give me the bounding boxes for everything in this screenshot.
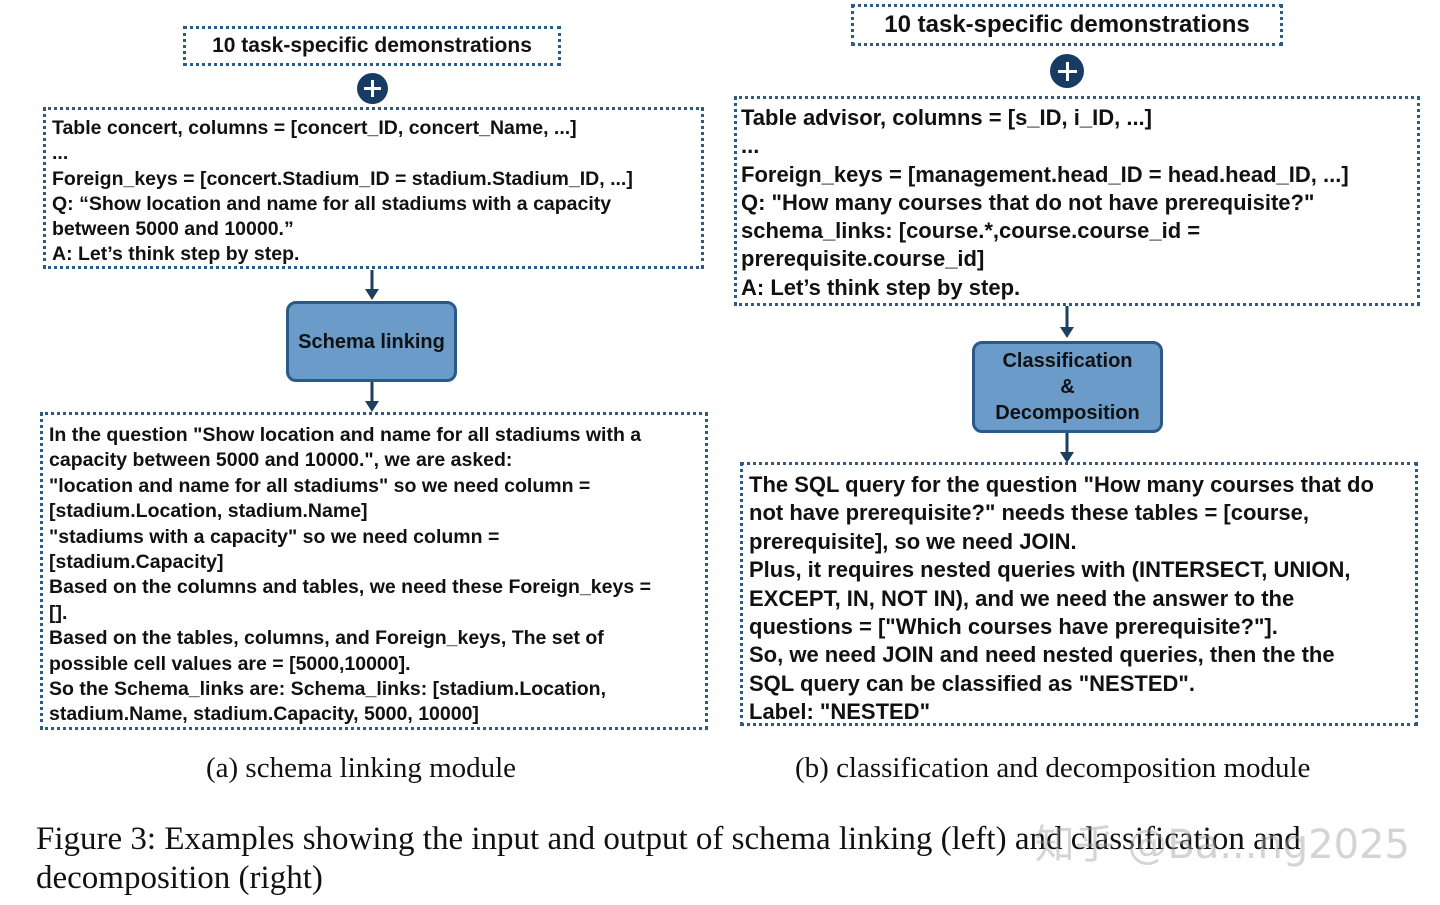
left-demonstrations-box: 10 task-specific demonstrations xyxy=(183,26,561,66)
left-input-prompt-box: Table concert, columns = [concert_ID, co… xyxy=(43,107,704,269)
output-line: possible cell values are = [5000,10000]. xyxy=(49,652,411,675)
schema-linking-module: Schema linking xyxy=(286,301,457,382)
output-line: [stadium.Capacity] xyxy=(49,551,224,574)
figure-caption-line: Figure 3: Examples showing the input and… xyxy=(36,821,1301,857)
classification-decomposition-module: Classification & Decomposition xyxy=(972,341,1163,433)
prompt-line: Q: “Show location and name for all stadi… xyxy=(52,192,612,215)
output-line: Based on the columns and tables, we need… xyxy=(49,576,651,599)
output-line: So the Schema_links are: Schema_links: [… xyxy=(49,678,607,701)
arrow-down-icon xyxy=(365,382,379,412)
prompt-line: ... xyxy=(741,133,760,159)
output-line: "stadiums with a capacity" so we need co… xyxy=(49,525,500,548)
right-demonstrations-box: 10 task-specific demonstrations xyxy=(851,4,1283,46)
output-line: stadium.Name, stadium.Capacity, 5000, 10… xyxy=(49,703,479,726)
figure-caption-line: decomposition (right) xyxy=(36,860,323,896)
output-line: prerequisite], so we need JOIN. xyxy=(749,528,1077,554)
output-line: "location and name for all stadiums" so … xyxy=(49,474,591,497)
left-output-box: In the question "Show location and name … xyxy=(40,412,708,730)
prompt-line: Foreign_keys = [management.head_ID = hea… xyxy=(741,161,1349,187)
prompt-line: prerequisite.course_id] xyxy=(741,246,985,272)
left-demonstrations-label: 10 task-specific demonstrations xyxy=(212,34,532,57)
output-line: So, we need JOIN and need nested queries… xyxy=(749,642,1335,668)
module-label: Decomposition xyxy=(995,402,1140,424)
output-line: [stadium.Location, stadium.Name] xyxy=(49,500,368,523)
output-line: capacity between 5000 and 10000.", we ar… xyxy=(49,449,513,472)
output-line: []. xyxy=(49,601,68,624)
output-line: EXCEPT, IN, NOT IN), and we need the ans… xyxy=(749,585,1295,611)
prompt-line: A: Let’s think step by step. xyxy=(52,243,300,266)
output-line: questions = ["Which courses have prerequ… xyxy=(749,614,1278,640)
plus-icon xyxy=(1050,54,1084,88)
figure-caption: Figure 3: Examples showing the input and… xyxy=(36,820,1426,898)
output-line: The SQL query for the question "How many… xyxy=(749,472,1374,497)
prompt-line: Foreign_keys = [concert.Stadium_ID = sta… xyxy=(52,167,633,190)
watermark: 知乎 @Ba...ng2025 xyxy=(1034,822,1410,868)
prompt-line: between 5000 and 10000.” xyxy=(52,218,294,241)
arrow-down-icon xyxy=(1060,433,1074,463)
prompt-line: Table advisor, columns = [s_ID, i_ID, ..… xyxy=(741,105,1152,130)
arrow-down-icon xyxy=(1060,306,1074,338)
module-label: & xyxy=(1060,376,1075,398)
output-line: not have prerequisite?" needs these tabl… xyxy=(749,500,1310,526)
right-demonstrations-label: 10 task-specific demonstrations xyxy=(884,11,1250,38)
output-line: Plus, it requires nested queries with (I… xyxy=(749,557,1351,583)
output-line: Label: "NESTED" xyxy=(749,699,930,725)
prompt-line: ... xyxy=(52,142,69,165)
module-label: Classification xyxy=(1002,350,1133,372)
prompt-line: Q: "How many courses that do not have pr… xyxy=(741,189,1315,215)
output-line: SQL query can be classified as "NESTED". xyxy=(749,670,1195,696)
plus-icon xyxy=(357,73,388,104)
arrow-down-icon xyxy=(365,270,379,300)
right-input-prompt-box: Table advisor, columns = [s_ID, i_ID, ..… xyxy=(734,96,1420,306)
left-subcaption: (a) schema linking module xyxy=(206,752,517,784)
module-label: Schema linking xyxy=(298,330,445,353)
prompt-line: schema_links: [course.*,course.course_id… xyxy=(741,218,1201,244)
right-output-box: The SQL query for the question "How many… xyxy=(740,462,1418,726)
right-subcaption: (b) classification and decomposition mod… xyxy=(795,752,1311,784)
output-line: Based on the tables, columns, and Foreig… xyxy=(49,627,604,650)
prompt-line: A: Let’s think step by step. xyxy=(741,274,1021,300)
prompt-line: Table concert, columns = [concert_ID, co… xyxy=(52,117,577,139)
output-line: In the question "Show location and name … xyxy=(49,424,642,446)
